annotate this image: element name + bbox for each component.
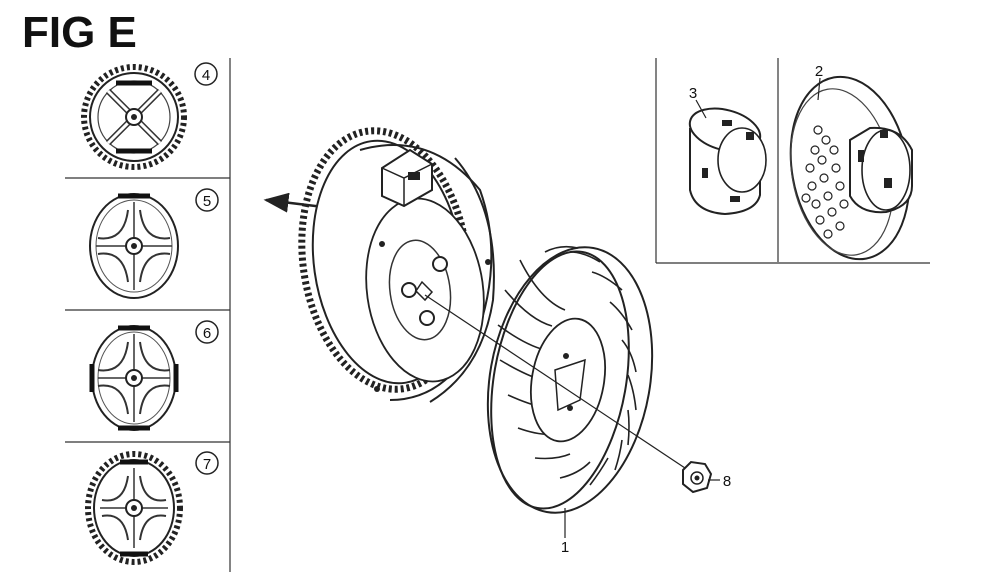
variants-frame (65, 58, 231, 572)
rotor-cup (789, 75, 913, 261)
variant-callouts: 4 5 6 7 (194, 62, 219, 475)
variant-label-5: 5 (203, 193, 211, 210)
variant-5-disc (89, 193, 179, 299)
flange-nut (682, 460, 713, 494)
variant-label-4: 4 (202, 67, 210, 84)
figure-title: FIG E (22, 8, 137, 57)
variant-7-gear-disc (85, 451, 183, 565)
callout-8: 8 (723, 473, 731, 490)
callout-1: 1 (561, 539, 569, 556)
inset-box (655, 58, 930, 264)
callout-2: 2 (815, 63, 823, 80)
variant-label-6: 6 (203, 325, 211, 342)
flywheel (298, 127, 495, 403)
sleeve (688, 107, 767, 216)
variant-4-gear-disc (81, 64, 187, 170)
variant-6-disc (89, 325, 179, 431)
cooling-fan (486, 245, 654, 514)
assembly-axis (424, 294, 701, 479)
leader-lines (564, 77, 821, 538)
variant-label-7: 7 (203, 456, 211, 473)
callout-3: 3 (689, 85, 697, 102)
